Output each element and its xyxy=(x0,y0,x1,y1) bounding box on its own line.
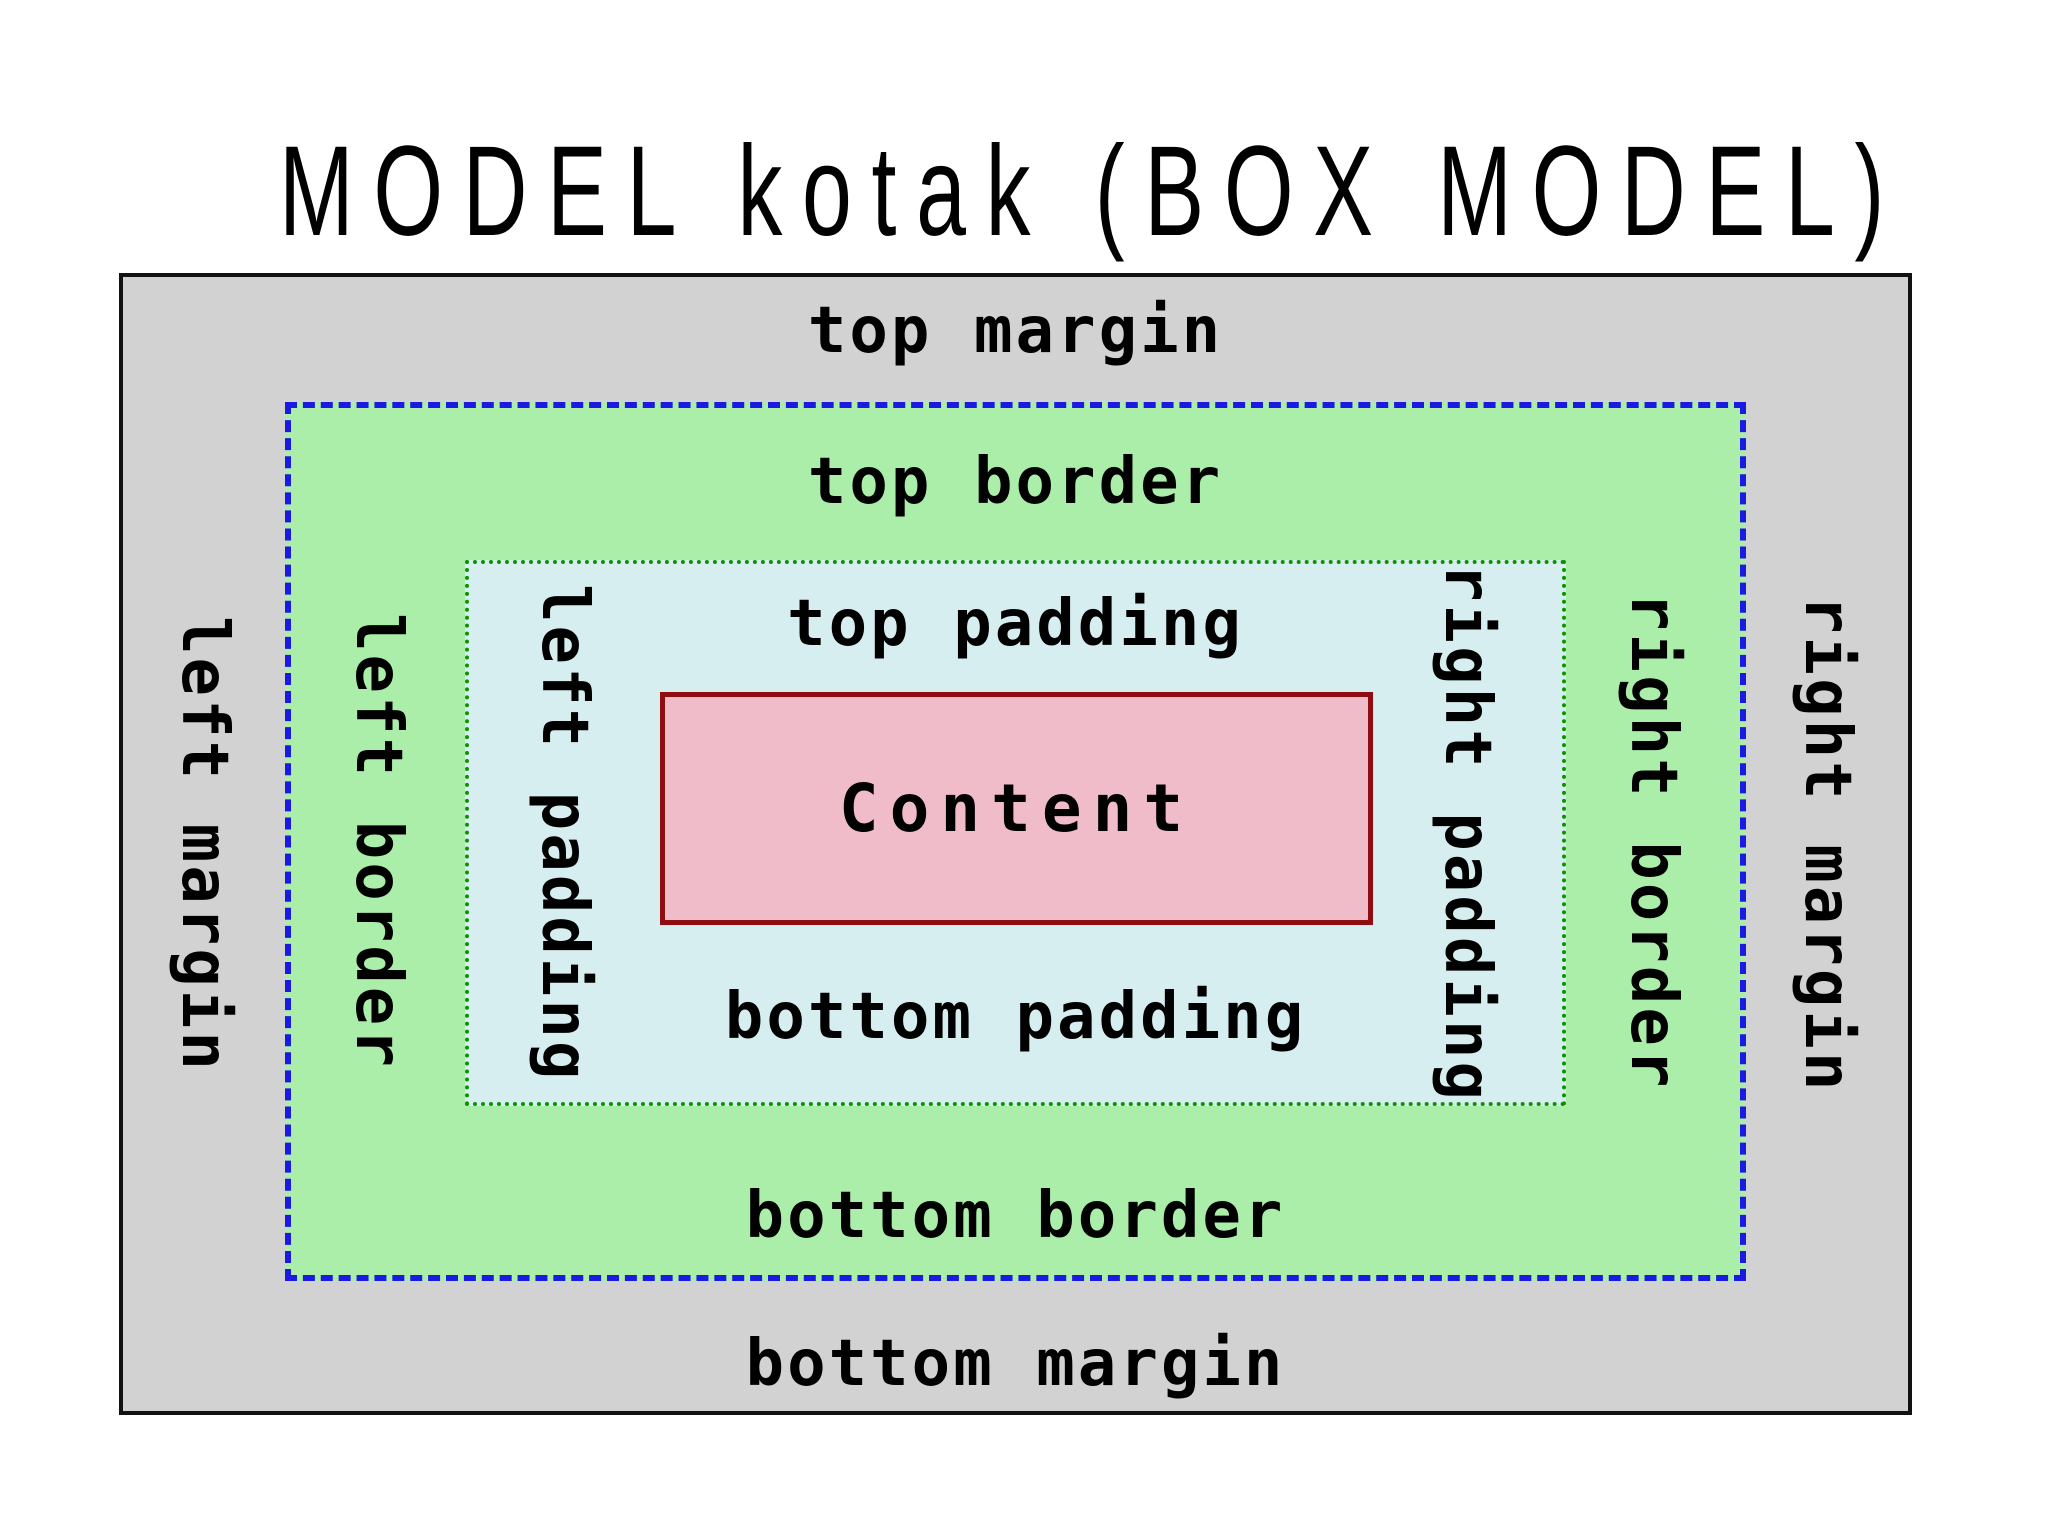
padding-area: top padding bottom padding left padding … xyxy=(465,560,1566,1106)
top-margin-label: top margin xyxy=(807,294,1224,368)
bottom-margin-label: bottom margin xyxy=(745,1327,1286,1402)
left-border-label: left border xyxy=(341,613,415,1070)
margin-area: top margin bottom margin left margin rig… xyxy=(119,273,1912,1415)
right-border-label: right border xyxy=(1616,592,1690,1091)
left-margin-label: left margin xyxy=(167,615,241,1073)
content-label: Content xyxy=(838,770,1195,847)
bottom-padding-label: bottom padding xyxy=(724,980,1307,1055)
content-area: Content xyxy=(660,692,1373,925)
top-padding-label: top padding xyxy=(787,587,1244,661)
border-area: top border bottom border left border rig… xyxy=(285,402,1746,1281)
right-margin-label: right margin xyxy=(1790,594,1864,1094)
page-title: MODEL kotak (BOX MODEL) xyxy=(279,120,1905,263)
bottom-border-label: bottom border xyxy=(745,1179,1286,1254)
top-border-label: top border xyxy=(807,445,1224,519)
left-padding-label: left padding xyxy=(527,583,601,1083)
right-padding-label: right padding xyxy=(1430,563,1504,1103)
